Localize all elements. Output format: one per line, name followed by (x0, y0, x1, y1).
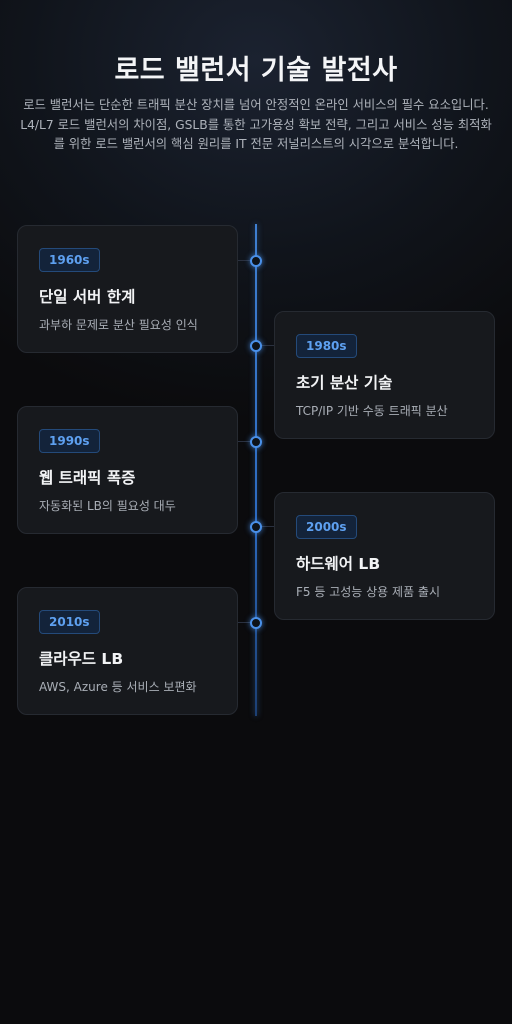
card-title: 웹 트래픽 폭증 (39, 469, 136, 487)
card-title: 클라우드 LB (39, 650, 124, 668)
timeline-connector (238, 622, 256, 623)
intro-paragraph: 로드 밸런서는 단순한 트래픽 분산 장치를 넘어 안정적인 온라인 서비스의 … (20, 98, 492, 151)
era-badge: 1980s (296, 334, 357, 358)
card-title: 하드웨어 LB (296, 555, 381, 573)
timeline-node (250, 521, 262, 533)
timeline-card-2000s: 2000s 하드웨어 LB F5 등 고성능 상용 제품 출시 (274, 492, 495, 620)
timeline-node (250, 617, 262, 629)
timeline-connector (238, 260, 256, 261)
card-description: AWS, Azure 등 서비스 보편화 (39, 680, 197, 694)
page-title: 로드 밸런서 기술 발전사 (114, 55, 398, 86)
timeline-card-1990s: 1990s 웹 트래픽 폭증 자동화된 LB의 필요성 대두 (17, 406, 238, 534)
era-badge: 2000s (296, 515, 357, 539)
card-title: 초기 분산 기술 (296, 374, 393, 392)
card-description: F5 등 고성능 상용 제품 출시 (296, 585, 441, 599)
timeline-axis (255, 224, 257, 716)
timeline-card-2010s: 2010s 클라우드 LB AWS, Azure 등 서비스 보편화 (17, 587, 238, 715)
timeline-connector (238, 441, 256, 442)
timeline-node (250, 255, 262, 267)
era-badge: 1960s (39, 248, 100, 272)
card-title: 단일 서버 한계 (39, 288, 136, 306)
era-badge: 1990s (39, 429, 100, 453)
card-description: 자동화된 LB의 필요성 대두 (39, 499, 176, 513)
timeline-connector (256, 526, 274, 527)
card-description: 과부하 문제로 분산 필요성 인식 (39, 318, 198, 332)
era-badge: 2010s (39, 610, 100, 634)
card-description: TCP/IP 기반 수동 트래픽 분산 (296, 404, 448, 418)
timeline-node (250, 436, 262, 448)
timeline-connector (256, 345, 274, 346)
timeline-card-1980s: 1980s 초기 분산 기술 TCP/IP 기반 수동 트래픽 분산 (274, 311, 495, 439)
timeline-node (250, 340, 262, 352)
timeline-card-1960s: 1960s 단일 서버 한계 과부하 문제로 분산 필요성 인식 (17, 225, 238, 353)
